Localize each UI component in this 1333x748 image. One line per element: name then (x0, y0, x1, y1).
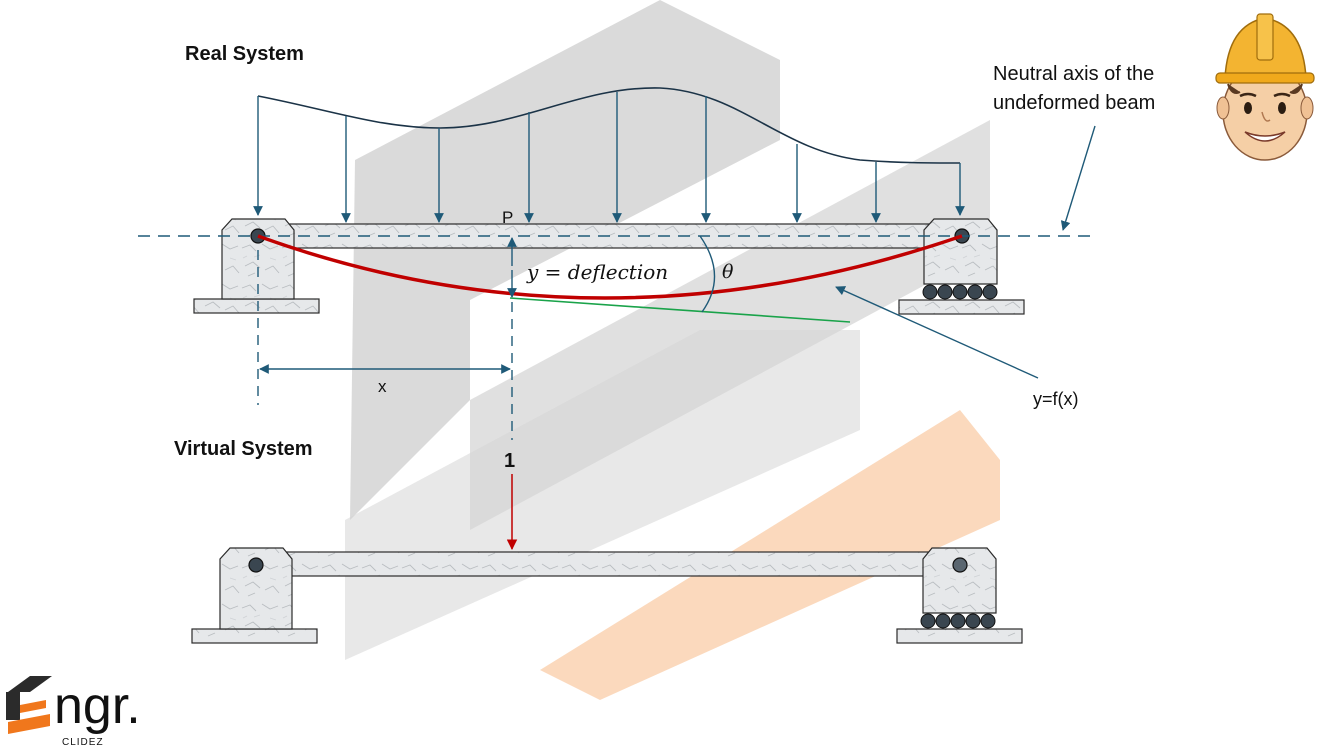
theta-label: θ (722, 261, 734, 283)
point-label: P (502, 208, 513, 227)
distributed-load-curve (257, 87, 961, 164)
real-system-title: Real System (185, 43, 304, 65)
neutral-axis-label: Neutral axis of the (993, 63, 1154, 85)
engr-logo: ngr. CLIDEZ (6, 676, 141, 748)
logo-text: ngr. (54, 677, 141, 735)
curve-equation-label: y=f(x) (1033, 389, 1079, 409)
deflected-shape-curve (257, 234, 963, 300)
tangent-line (509, 297, 851, 323)
neutral-axis-label: undeformed beam (993, 92, 1155, 114)
neutral-axis-pointer (1060, 125, 1096, 231)
curve-pointer (835, 286, 1039, 379)
x-label: x (378, 377, 387, 396)
virtual-beam (279, 551, 941, 577)
engineer-avatar-icon (1215, 13, 1315, 161)
logo-subtext: CLIDEZ (62, 737, 104, 748)
roller-support-icon (896, 547, 1023, 644)
theta-arc (699, 235, 716, 313)
watermark (345, 0, 1000, 700)
unit-load-label: 1 (504, 450, 515, 472)
virtual-system-title: Virtual System (174, 438, 313, 460)
roller-support-icon (898, 218, 1025, 315)
pin-support-icon (191, 547, 318, 644)
deflection-label: y = deflection (526, 260, 668, 284)
